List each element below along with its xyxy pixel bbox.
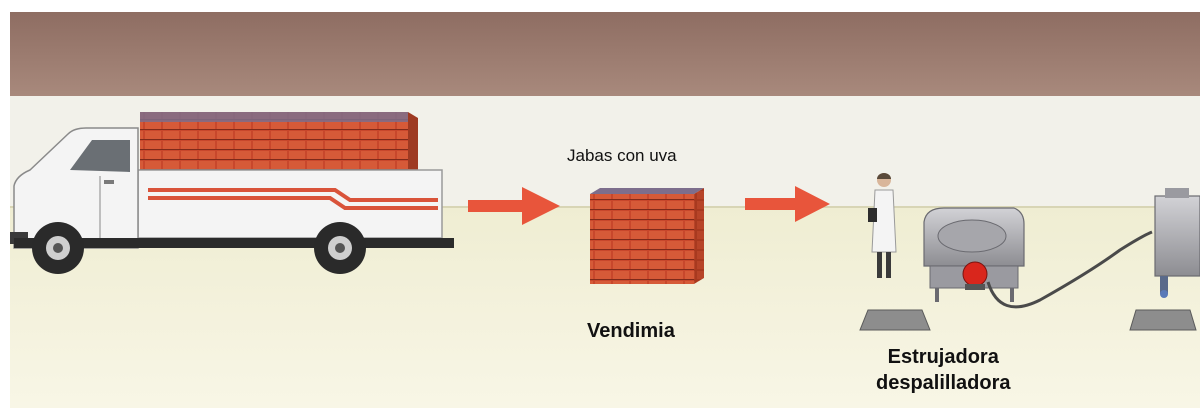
- crates-label: Jabas con uva: [567, 146, 677, 165]
- floor-drain: [859, 309, 931, 331]
- crusher-label-line1: Estrujadora: [887, 346, 999, 368]
- pump-icon: [962, 261, 988, 290]
- crusher-destemmer-label: Estrujadora despalilladora: [876, 344, 1011, 396]
- crusher-label-line2: despalilladora: [876, 372, 1011, 394]
- hose-icon: [986, 230, 1153, 309]
- crate-stack-icon: [590, 188, 704, 284]
- harvest-label: Vendimia: [587, 320, 675, 342]
- arrow-right-icon: [468, 187, 560, 225]
- arrow-right-icon: [745, 186, 830, 222]
- tank-icon: [1154, 188, 1200, 298]
- wall: [10, 12, 1200, 96]
- worker-icon: [868, 173, 897, 278]
- truck-icon: [10, 112, 454, 274]
- floor-drain: [1129, 309, 1197, 331]
